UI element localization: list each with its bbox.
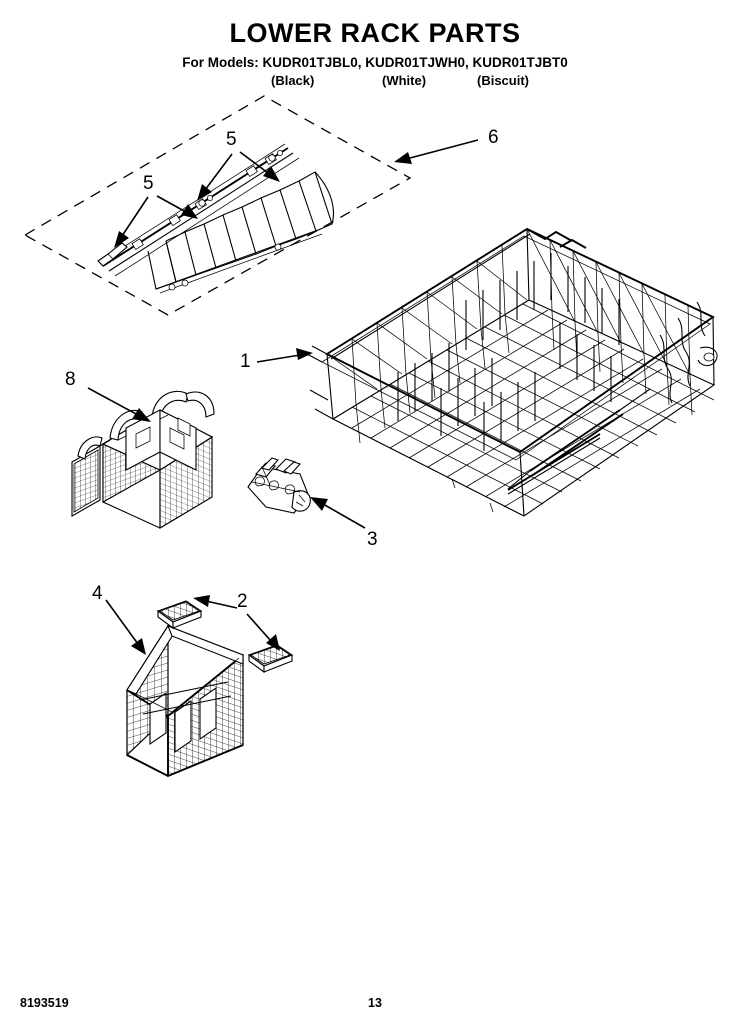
callout-number-8: 8	[65, 369, 76, 390]
callout-number-6: 6	[488, 127, 499, 148]
callout-number-4: 4	[92, 583, 103, 604]
color-variant-biscuit: (Biscuit)	[477, 73, 529, 88]
leader-line-5b	[114, 195, 198, 248]
callout-number-3: 3	[367, 529, 378, 550]
leader-line-5a	[197, 151, 280, 201]
color-variant-black: (Black)	[271, 73, 315, 88]
leader-line-4	[105, 599, 146, 655]
page-number: 13	[368, 996, 382, 1010]
leader-line-6	[394, 139, 479, 164]
small-mesh-cover	[156, 600, 294, 674]
tall-mesh-basket	[126, 623, 244, 778]
page-header: LOWER RACK PARTS For Models: KUDR01TJBL0…	[0, 0, 750, 91]
document-number: 8193519	[20, 996, 69, 1010]
callout-number-5-upper: 5	[226, 129, 237, 150]
color-variant-white: (White)	[382, 73, 427, 88]
leader-line-3	[310, 497, 366, 529]
callout-number-1: 1	[240, 351, 251, 372]
color-variants-row: (Black) (White) (Biscuit)	[0, 73, 750, 91]
leader-line-1	[256, 348, 313, 363]
leader-line-2	[193, 595, 280, 651]
callout-number-2: 2	[237, 591, 248, 612]
detail-callout-box	[23, 95, 412, 316]
callout-number-5-lower: 5	[143, 173, 154, 194]
models-line: For Models: KUDR01TJBL0, KUDR01TJWH0, KU…	[182, 55, 568, 70]
page-title: LOWER RACK PARTS	[229, 18, 521, 48]
tine-clip-retainer	[247, 457, 311, 514]
page-footer: 8193519 13	[0, 996, 750, 1016]
silverware-basket	[71, 390, 215, 529]
lower-dish-rack	[306, 227, 718, 517]
leader-line-8	[87, 387, 151, 422]
